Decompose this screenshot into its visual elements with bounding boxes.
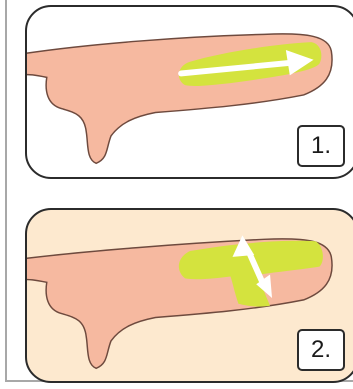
step-label-2: 2. <box>297 329 345 371</box>
step-panel-1: 1. <box>25 5 353 179</box>
step-panel-2: 2. <box>25 208 353 383</box>
step-label-1: 1. <box>297 125 345 167</box>
